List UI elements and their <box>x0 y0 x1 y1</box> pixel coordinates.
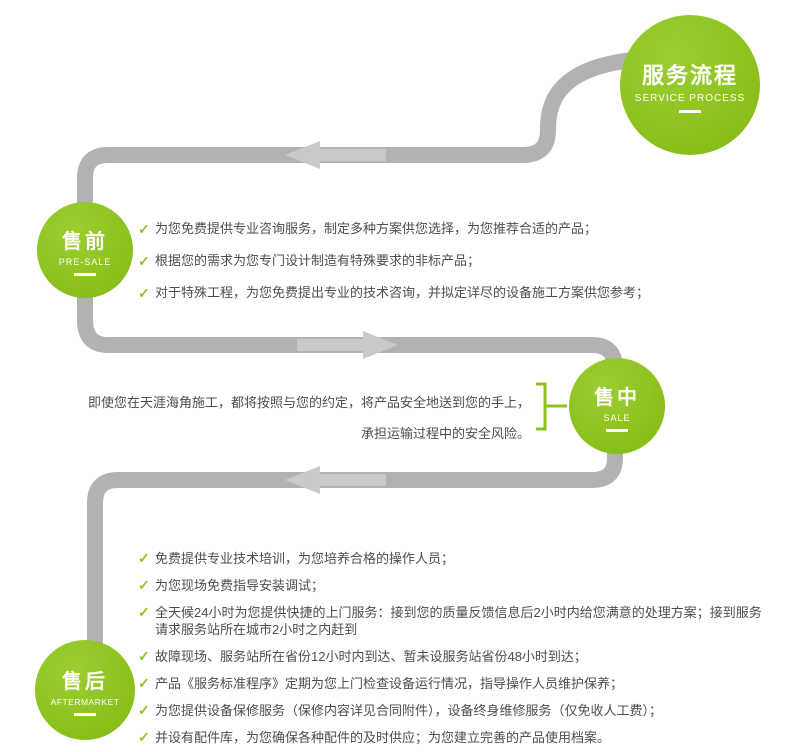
arrow-right-middle-icon <box>297 331 398 359</box>
list-item: ✓ 为您免费提供专业咨询服务，制定多种方案供您选择，为您推荐合适的产品； <box>138 220 770 238</box>
presale-item-list: ✓ 为您免费提供专业咨询服务，制定多种方案供您选择，为您推荐合适的产品； ✓ 根… <box>138 220 770 302</box>
page-subtitle: SERVICE PROCESS <box>634 92 746 104</box>
check-icon: ✓ <box>138 648 150 664</box>
list-item-text: 免费提供专业技术培训，为您培养合格的操作人员； <box>155 551 455 566</box>
list-item: ✓ 为您现场免费指导安装调试； <box>138 577 770 594</box>
sale-bracket-icon <box>536 382 547 431</box>
list-item-text: 产品《服务标准程序》定期为您上门检查设备运行情况，指导操作人员维护保养； <box>155 676 624 691</box>
divider-bar <box>74 272 96 276</box>
list-item-text: 故障现场、服务站所在省份12小时内到达、暂未设服务站省份48小时到达； <box>155 649 587 664</box>
snake-path <box>77 50 673 690</box>
sale-text-line: 即使您在天涯海角施工，都将按照与您的约定，将产品安全地送到您的手上， <box>87 395 530 410</box>
list-item-text: 全天候24小时为您提供快捷的上门服务：接到您的质量反馈信息后2小时内给您满意的处… <box>155 605 762 637</box>
list-item: ✓ 并设有配件库，为您确保各种配件的及时供应；为您建立完善的产品使用档案。 <box>138 729 770 746</box>
list-item: ✓ 对于特殊工程，为您免费提出专业的技术咨询，并拟定详尽的设备施工方案供您参考； <box>138 284 770 302</box>
list-item: ✓ 产品《服务标准程序》定期为您上门检查设备运行情况，指导操作人员维护保养； <box>138 675 770 692</box>
list-item-text: 根据您的需求为您专门设计制造有特殊要求的非标产品； <box>155 253 481 268</box>
list-item-text: 为您提供设备保修服务（保修内容详见合同附件），设备终身维修服务（仅免收人工费）； <box>155 703 663 718</box>
check-icon: ✓ <box>138 729 150 745</box>
stage-presale-title: 售前 <box>62 230 108 253</box>
list-item: ✓ 为您提供设备保修服务（保修内容详见合同附件），设备终身维修服务（仅免收人工费… <box>138 702 770 719</box>
stage-presale-subtitle: PRE-SALE <box>58 256 112 267</box>
arrow-left-top-icon <box>285 141 386 169</box>
divider-bar <box>606 428 628 432</box>
check-icon: ✓ <box>138 253 150 269</box>
list-item: ✓ 故障现场、服务站所在省份12小时内到达、暂未设服务站省份48小时到达； <box>138 648 770 665</box>
stage-aftermarket-bubble: 售后 AFTERMARKET <box>35 640 135 740</box>
header-bubble: 服务流程 SERVICE PROCESS <box>620 15 760 155</box>
list-item: ✓ 免费提供专业技术培训，为您培养合格的操作人员； <box>138 550 770 567</box>
stage-aftermarket-subtitle: AFTERMARKET <box>50 696 120 707</box>
divider-bar <box>679 109 701 113</box>
list-item: ✓ 全天候24小时为您提供快捷的上门服务：接到您的质量反馈信息后2小时内给您满意… <box>138 604 770 638</box>
divider-bar <box>74 712 96 716</box>
list-item-text: 对于特殊工程，为您免费提出专业的技术咨询，并拟定详尽的设备施工方案供您参考； <box>155 285 650 300</box>
list-item-text: 为您免费提供专业咨询服务，制定多种方案供您选择，为您推荐合适的产品； <box>155 221 598 236</box>
aftermarket-item-list: ✓ 免费提供专业技术培训，为您培养合格的操作人员； ✓ 为您现场免费指导安装调试… <box>138 550 770 746</box>
check-icon: ✓ <box>138 221 150 237</box>
arrow-left-bottom-icon <box>285 466 386 494</box>
check-icon: ✓ <box>138 285 150 301</box>
page-title: 服务流程 <box>641 62 738 88</box>
check-icon: ✓ <box>138 675 150 691</box>
sale-text-block: 即使您在天涯海角施工，都将按照与您的约定，将产品安全地送到您的手上， 承担运输过… <box>88 394 530 443</box>
stage-presale-bubble: 售前 PRE-SALE <box>37 202 133 298</box>
list-item-text: 并设有配件库，为您确保各种配件的及时供应；为您建立完善的产品使用档案。 <box>155 730 611 745</box>
stage-sale-title: 售中 <box>594 386 640 409</box>
check-icon: ✓ <box>138 550 150 566</box>
list-item-text: 为您现场免费指导安装调试； <box>155 578 325 593</box>
stage-sale-subtitle: SALE <box>603 412 631 423</box>
stage-sale-bubble: 售中 SALE <box>569 358 665 454</box>
sale-text-line: 承担运输过程中的安全风险。 <box>360 426 530 441</box>
check-icon: ✓ <box>138 604 150 620</box>
check-icon: ✓ <box>138 702 150 718</box>
list-item: ✓ 根据您的需求为您专门设计制造有特殊要求的非标产品； <box>138 252 770 270</box>
stage-aftermarket-title: 售后 <box>62 670 108 693</box>
check-icon: ✓ <box>138 577 150 593</box>
